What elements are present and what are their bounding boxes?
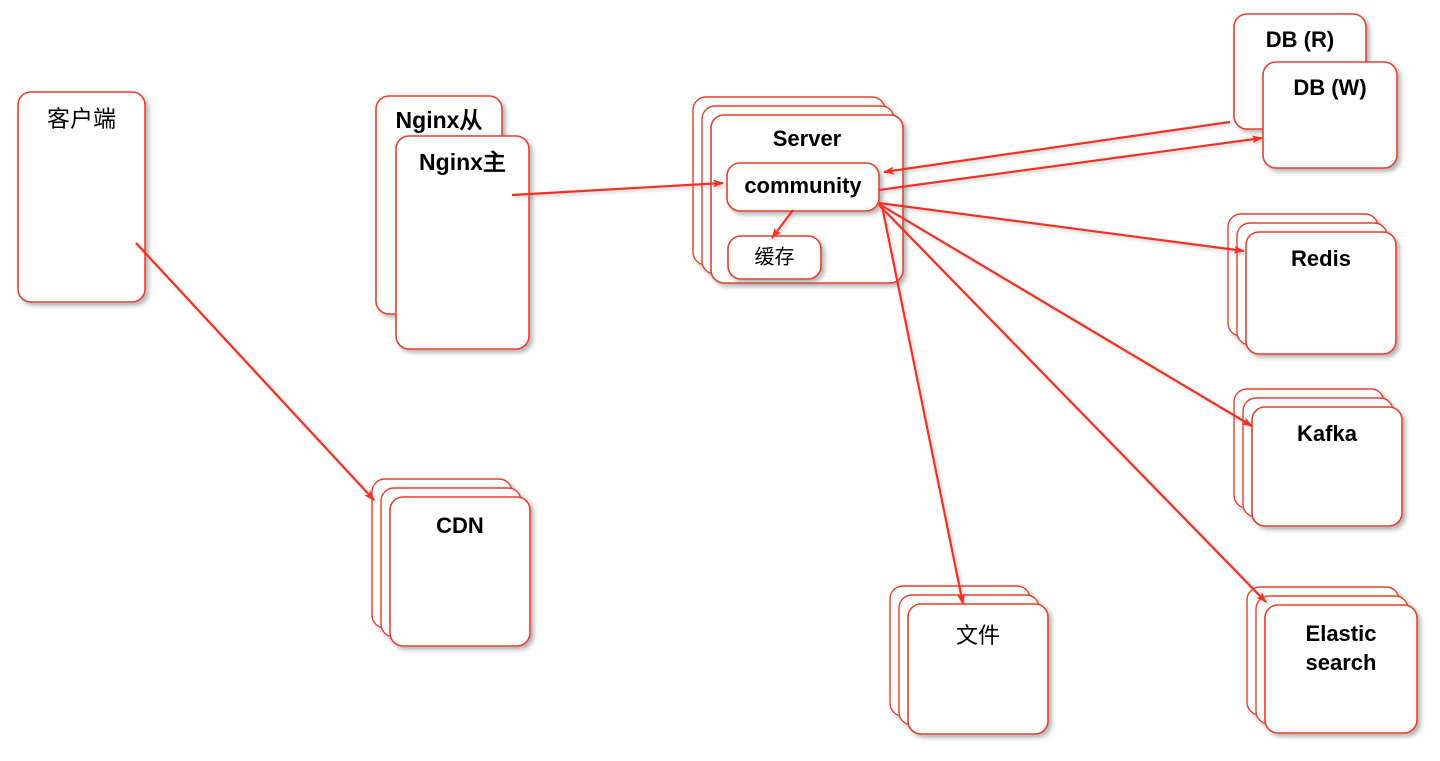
edge-community-to-cache[interactable] xyxy=(771,209,794,239)
node-label-client: 客户端 xyxy=(47,107,116,133)
node-nginx_master[interactable]: Nginx主 xyxy=(395,135,530,350)
node-card-front xyxy=(907,603,1049,735)
node-card-front xyxy=(395,135,530,350)
node-client[interactable]: 客户端 xyxy=(17,91,146,303)
node-cache[interactable]: 缓存 xyxy=(727,235,822,280)
node-label-kafka: Kafka xyxy=(1297,421,1358,446)
node-redis[interactable]: Redis xyxy=(1227,213,1397,355)
node-card-front xyxy=(1262,61,1398,169)
node-label-nginx_slave: Nginx从 xyxy=(396,107,483,133)
edge-community-to-kafka[interactable] xyxy=(878,203,1253,427)
node-card-front xyxy=(389,496,531,647)
node-label-redis: Redis xyxy=(1291,246,1351,271)
edge-dbread-to-community[interactable] xyxy=(883,120,1231,175)
node-label-db_read: DB (R) xyxy=(1266,27,1334,52)
node-label-db_write: DB (W) xyxy=(1293,75,1366,100)
edge-community-to-dbwrite[interactable] xyxy=(878,135,1263,192)
node-label-elastic: search xyxy=(1306,650,1377,675)
node-card-front xyxy=(726,162,880,212)
node-card-front xyxy=(1245,231,1397,355)
nodes-layer: 客户端 Nginx从 Nginx主 Server community 缓存 DB (R) DB… xyxy=(17,13,1418,735)
node-file[interactable]: 文件 xyxy=(889,585,1049,735)
node-label-server: Server xyxy=(773,126,842,151)
node-card-front xyxy=(1251,406,1403,527)
node-elastic[interactable]: Elastic search xyxy=(1246,586,1418,734)
node-label-community: community xyxy=(744,173,862,198)
node-community[interactable]: community xyxy=(726,162,880,212)
node-label-nginx_master: Nginx主 xyxy=(419,149,506,175)
node-db_write[interactable]: DB (W) xyxy=(1262,61,1398,169)
node-cdn[interactable]: CDN xyxy=(371,478,531,647)
node-label-cache: 缓存 xyxy=(755,245,795,269)
node-kafka[interactable]: Kafka xyxy=(1233,388,1403,527)
edge-nginx-to-community[interactable] xyxy=(511,179,724,197)
node-label-cdn: CDN xyxy=(436,513,484,538)
edges-layer xyxy=(135,120,1267,605)
node-card-front xyxy=(1264,604,1418,734)
edge-community-to-file[interactable] xyxy=(880,205,965,605)
edge-community-to-redis[interactable] xyxy=(878,201,1245,254)
node-label-file: 文件 xyxy=(956,624,1000,649)
edge-community-to-elastic[interactable] xyxy=(878,204,1267,603)
edge-client-to-cdn[interactable] xyxy=(135,242,375,501)
node-label-elastic: Elastic xyxy=(1306,621,1377,646)
